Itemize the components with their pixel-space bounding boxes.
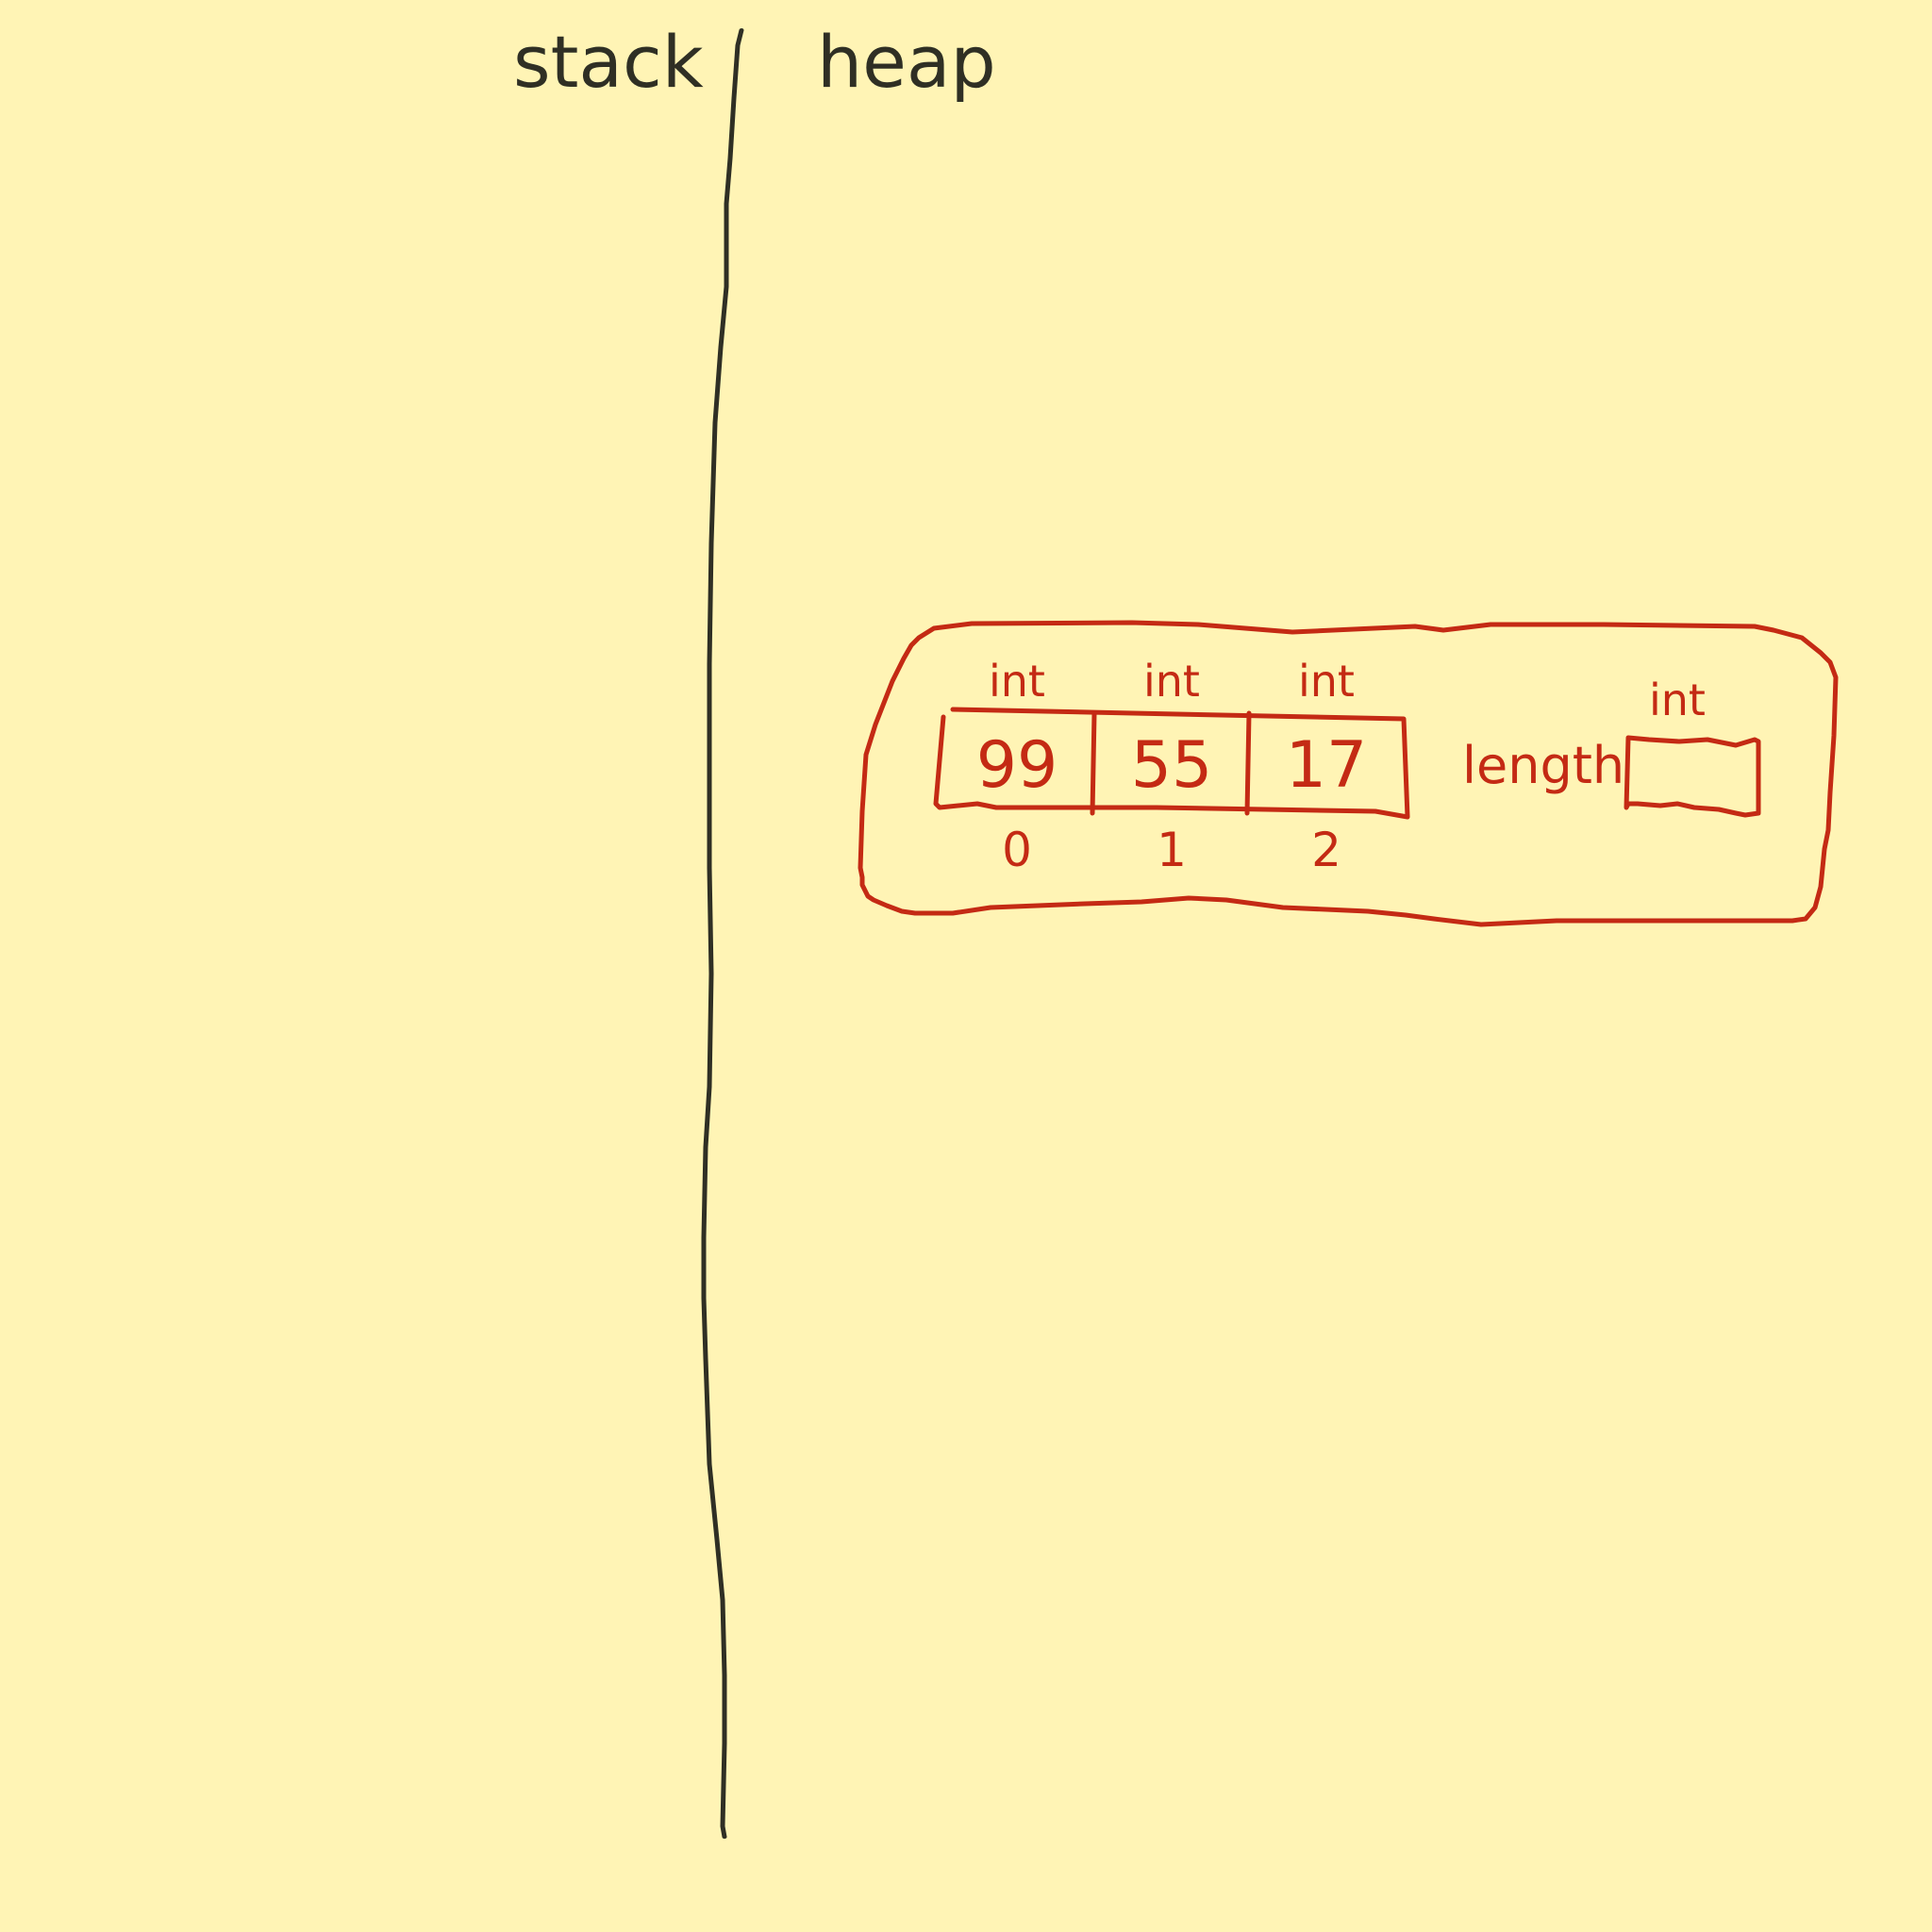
array-cell-value: 55 xyxy=(1131,728,1213,803)
heap-label: heap xyxy=(817,20,996,104)
stack-label: stack xyxy=(513,20,704,104)
array-frame xyxy=(933,707,1410,820)
array-cell-type: int xyxy=(1298,656,1355,707)
array-cell-index: 1 xyxy=(1157,823,1187,877)
stack-heap-divider xyxy=(701,28,744,1840)
array-cell-value: 17 xyxy=(1286,728,1368,803)
array-cell-divider xyxy=(1244,710,1252,816)
array-cell-value: 99 xyxy=(976,728,1058,803)
array-object-outline xyxy=(858,620,1839,927)
array-cells: int 99 0 int 55 1 int 17 2 xyxy=(933,656,1410,877)
array-cell-index: 0 xyxy=(1002,823,1032,877)
array-cell-divider xyxy=(1090,710,1097,816)
length-type-label: int xyxy=(1649,675,1706,725)
length-label: length xyxy=(1462,736,1624,795)
array-cell-index: 2 xyxy=(1311,823,1341,877)
array-cell-type: int xyxy=(989,656,1045,707)
array-cell-type: int xyxy=(1143,656,1200,707)
length-value-box xyxy=(1624,735,1761,818)
